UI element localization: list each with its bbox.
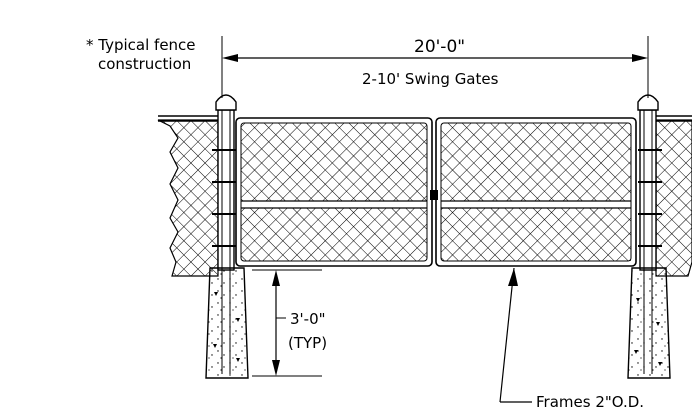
typical-fence-note-line1: * Typical fence [86,36,196,54]
width-dimension-line [221,36,649,98]
post-depth-label: 3'-0" [290,310,326,328]
right-terminal-post [637,94,662,271]
post-depth-typ-label: (TYP) [288,334,327,352]
right-fence-fabric [655,115,692,277]
gate-latch [430,190,438,200]
left-terminal-post [212,94,237,271]
left-gate-leaf [235,117,433,267]
left-fence-fabric [157,115,219,277]
left-post-footing [205,267,249,379]
overall-width-label: 20'-0" [414,37,465,57]
right-gate-leaf [435,117,637,267]
swing-gates-label: 2-10' Swing Gates [362,70,499,88]
frames-callout: Frames 2"O.D. [536,393,644,411]
right-post-footing [627,267,671,379]
typical-fence-note-line2: construction [98,55,191,73]
frames-leader [499,267,532,403]
depth-dimension-line [252,269,322,377]
